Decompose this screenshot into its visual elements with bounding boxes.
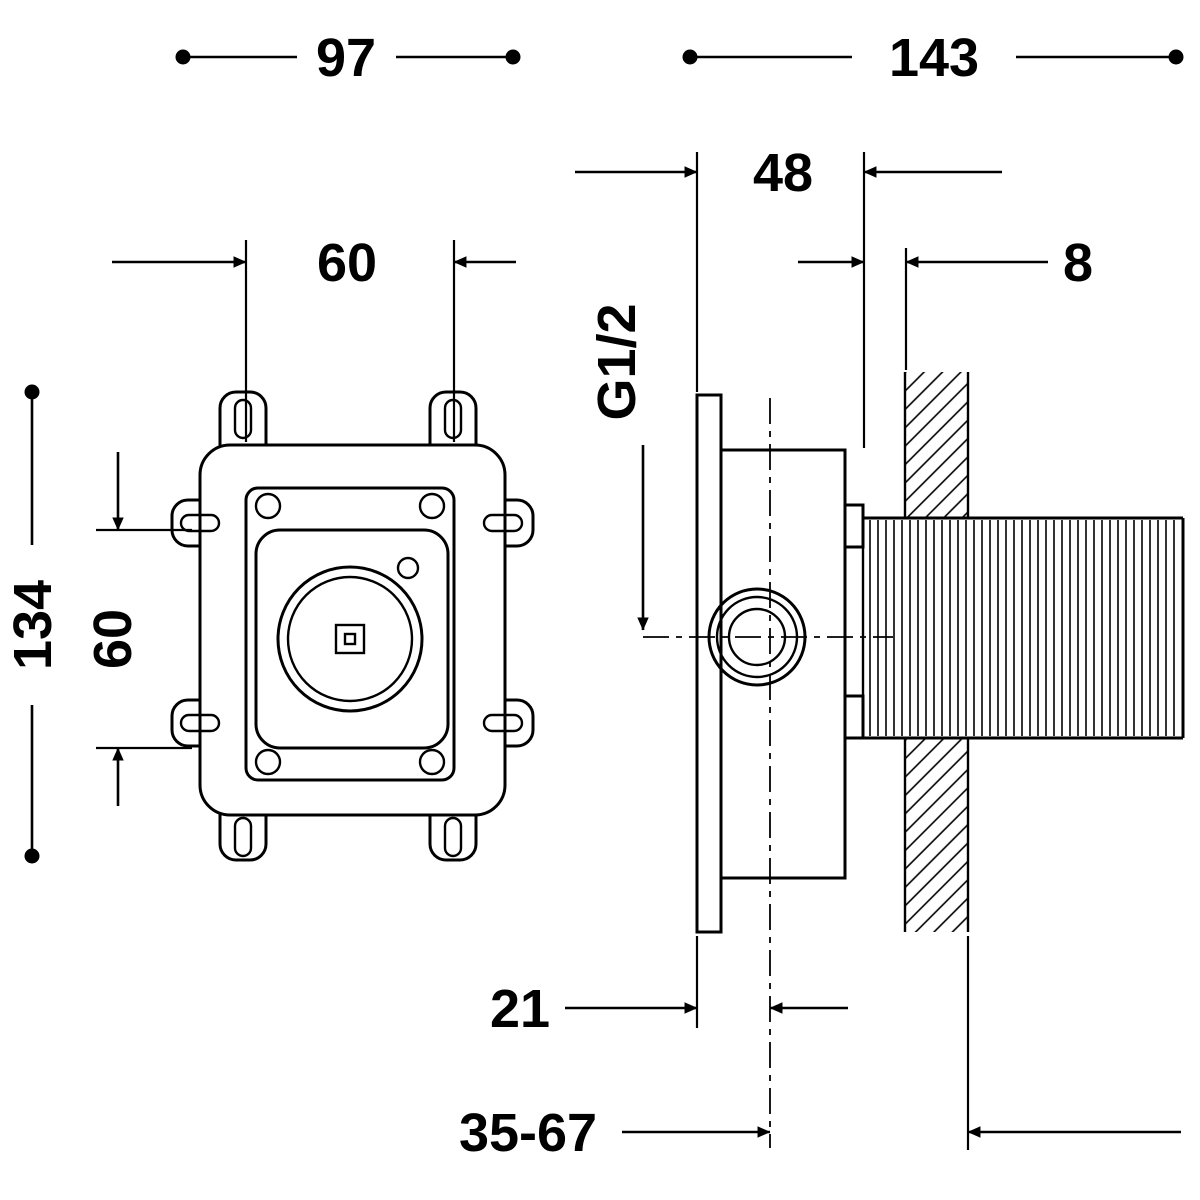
thread-lines <box>866 520 1181 736</box>
dimension-inner-height: 60 <box>83 452 192 806</box>
dimension-inner-width: 60 <box>112 233 516 442</box>
dim-overall-height-label: 134 <box>3 580 63 670</box>
dimension-installation-depth: 35-67 <box>459 936 1181 1163</box>
dim-installation-depth-label: 35-67 <box>459 1103 597 1163</box>
pilot-hole <box>396 556 420 580</box>
slot-right-lower <box>482 713 524 733</box>
dimension-wall-thickness: 8 <box>798 233 1093 370</box>
wall-hatch-upper <box>905 372 968 518</box>
body-boss-lower <box>843 694 865 740</box>
dimension-thread: G1/2 <box>587 303 649 631</box>
threaded-pipe <box>861 516 1185 740</box>
valve-cartridge-outer <box>276 565 424 713</box>
dimension-recess-depth: 48 <box>575 143 1002 448</box>
dimension-overall-depth: 143 <box>682 28 1184 88</box>
body-boss-upper <box>843 503 865 549</box>
dim-overall-depth-label: 143 <box>889 28 979 88</box>
screw-hole-bottom-right <box>418 748 446 776</box>
valve-housing <box>254 528 450 750</box>
wall-section <box>903 372 970 932</box>
dim-inner-height-label: 60 <box>83 609 143 669</box>
valve-cartridge-inner <box>286 575 414 703</box>
screw-hole-top-right <box>418 492 446 520</box>
slot-bottom-right <box>443 816 463 858</box>
dim-recess-depth-label: 48 <box>753 143 813 203</box>
spindle-square-inner <box>343 632 357 646</box>
slot-bottom-left <box>233 816 253 858</box>
valve-body-side <box>719 448 847 880</box>
dimension-overall-width: 97 <box>175 28 521 88</box>
slot-top-left <box>233 398 253 440</box>
dimension-min-projection: 21 <box>490 936 848 1039</box>
slot-right-upper <box>482 513 524 533</box>
mounting-plate <box>198 443 507 817</box>
dim-overall-width-label: 97 <box>316 28 376 88</box>
screw-hole-bottom-left <box>254 748 282 776</box>
dim-min-projection-label: 21 <box>490 979 550 1039</box>
wall-hatch-lower <box>905 738 968 932</box>
dim-wall-thickness-label: 8 <box>1063 233 1093 293</box>
spindle-square <box>334 623 366 655</box>
slot-left-lower <box>179 713 221 733</box>
dim-inner-width-label: 60 <box>317 233 377 293</box>
screw-hole-top-left <box>254 492 282 520</box>
front-view <box>170 390 535 862</box>
dimension-overall-height: 134 <box>3 384 63 864</box>
side-view <box>643 372 1185 1148</box>
dim-thread-label: G1/2 <box>587 303 647 420</box>
slot-left-upper <box>179 513 221 533</box>
inner-frame <box>244 486 456 782</box>
